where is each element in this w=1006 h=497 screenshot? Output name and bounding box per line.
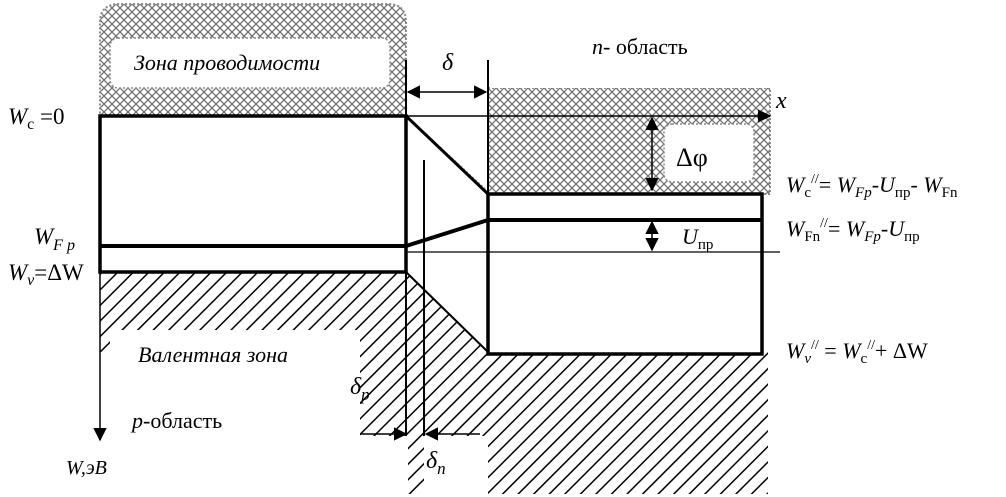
wv-n-formula: Wv// = Wc//+ ΔW: [786, 338, 928, 367]
u-label: Uпр: [682, 224, 713, 253]
conduction-bend: [404, 114, 490, 196]
wc-n-formula: Wc//= WFp-Uпр- WFn: [786, 172, 958, 201]
n-region-clear-area: [492, 4, 782, 88]
delta-p-label: δp: [350, 374, 370, 404]
p-region-band-box: [98, 114, 408, 274]
wc-label: Wc =0: [8, 104, 65, 133]
delta-phi-box: [663, 123, 755, 183]
conduction-band-label: Зона проводимости: [134, 50, 320, 75]
fermi-level-bend: [405, 218, 489, 248]
y-axis-label: W,эВ: [66, 457, 107, 479]
delta-n-label: δn: [426, 448, 446, 478]
wfn-n-formula: WFn//= WFp-Uпр: [786, 216, 920, 245]
valence-band-area: [100, 272, 768, 494]
x-axis-label: x: [775, 88, 787, 114]
n-region-label: n- область: [592, 34, 688, 59]
wfp-label: WF p: [34, 224, 75, 254]
valence-bend: [405, 271, 489, 353]
delta-label: δ: [442, 50, 454, 76]
p-region-label: p-область: [130, 408, 222, 433]
delta-phi-label: Δφ: [676, 143, 708, 172]
valence-band-label: Валентная зона: [138, 342, 288, 367]
conduction-label-box: [109, 37, 391, 89]
wv-label: Wv=ΔW: [8, 260, 84, 289]
p-region-clear: [100, 352, 360, 497]
